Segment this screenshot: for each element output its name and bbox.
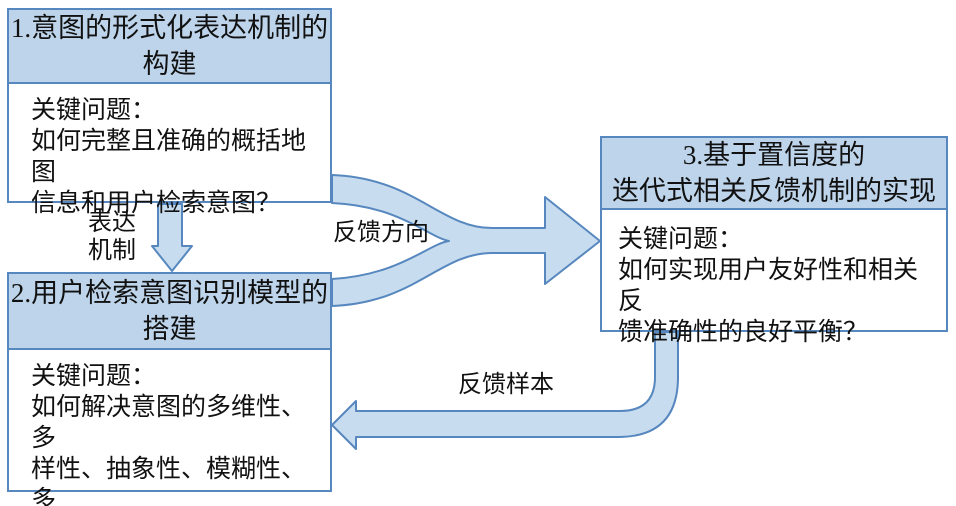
label-feedback-direction: 反馈方向 [333, 220, 429, 246]
box2-title: 2.用户检索意图识别模型的 搭建 [9, 274, 330, 350]
box3-title: 3.基于置信度的 迭代式相关反馈机制的实现 [602, 138, 946, 210]
down-arrow-express-mechanism [151, 203, 193, 272]
box-intent-formal-expression: 1.意图的形式化表达机制的 构建 关键问题： 如何完整且准确的概括地图 信息和用… [7, 8, 332, 217]
box3-body: 关键问题： 如何实现用户友好性和相关反 馈准确性的良好平衡？ [618, 226, 919, 346]
label-feedback-samples: 反馈样本 [458, 372, 554, 398]
box1-body: 关键问题： 如何完整且准确的概括地图 信息和用户检索意图？ [31, 97, 307, 217]
label-express-mechanism: 表达 机制 [88, 210, 136, 264]
box2-body: 关键问题： 如何解决意图的多维性、多 样性、抽象性、模糊性、多 模性？ [31, 363, 307, 506]
box1-title: 1.意图的形式化表达机制的 构建 [9, 10, 330, 84]
merge-arrow-feedback-direction [331, 174, 601, 307]
box-confidence-relevance-feedback: 3.基于置信度的 迭代式相关反馈机制的实现 关键问题： 如何实现用户友好性和相关… [600, 136, 948, 346]
box-user-intent-recognition-model: 2.用户检索意图识别模型的 搭建 关键问题： 如何解决意图的多维性、多 样性、抽… [7, 272, 332, 506]
return-arrow-feedback-samples [331, 331, 679, 450]
